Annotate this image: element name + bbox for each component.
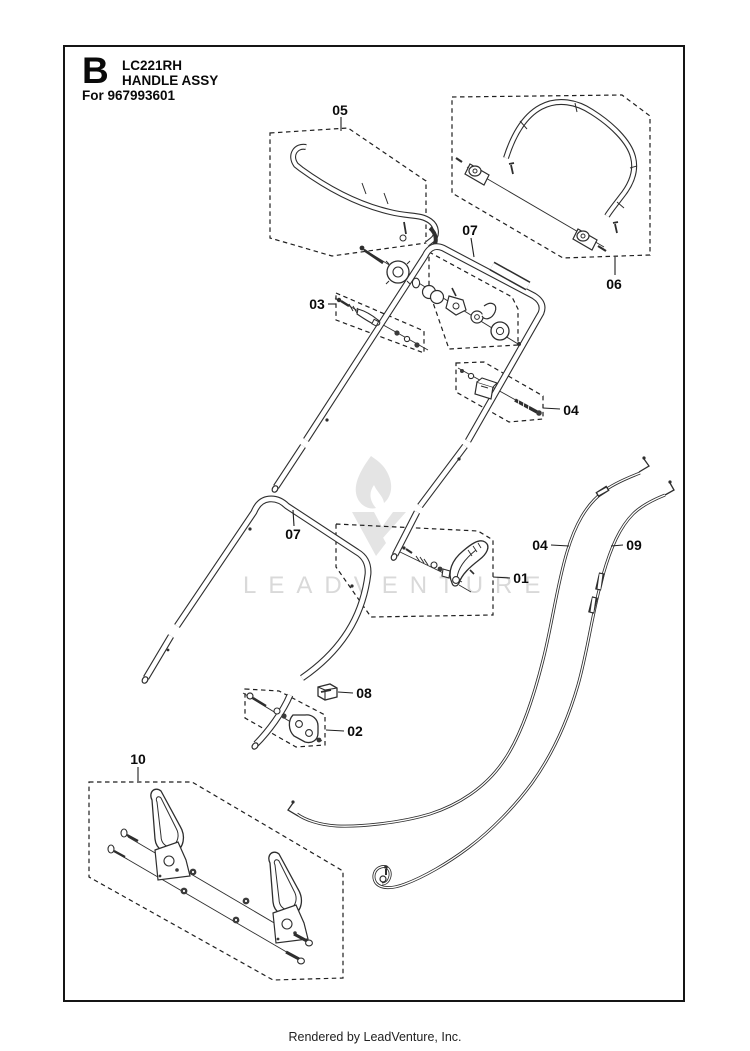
throttle-cable-04 xyxy=(287,456,650,828)
box-06 xyxy=(451,94,651,259)
callout-07-lower[interactable]: 07 xyxy=(285,526,301,542)
model-number: LC221RH xyxy=(122,58,183,73)
callout-02[interactable]: 02 xyxy=(347,723,363,739)
render-credit: Rendered by LeadVenture, Inc. xyxy=(288,1030,462,1044)
upper-handlebar-tube-05 xyxy=(290,143,439,250)
assembly-name: HANDLE ASSY xyxy=(122,73,219,88)
callout-04-cable[interactable]: 04 xyxy=(532,537,548,553)
box-10 xyxy=(88,781,344,981)
axis-lines xyxy=(114,166,605,962)
flame-icon xyxy=(352,456,406,556)
nut-kit-04 xyxy=(460,369,542,416)
applies-to-label: For 967993601 xyxy=(82,88,176,103)
watermark-brand-text: LEADVENTURE xyxy=(243,572,553,599)
callout-01[interactable]: 01 xyxy=(513,570,529,586)
box-02 xyxy=(244,688,326,748)
bolt-kit-03 xyxy=(336,297,420,348)
handlebar-06 xyxy=(455,98,638,252)
lever-assembly-01 xyxy=(402,540,489,593)
leader-lines xyxy=(137,117,624,781)
lower-handle-tube-07 xyxy=(141,495,372,750)
callout-07-upper[interactable]: 07 xyxy=(462,222,478,238)
box-05 xyxy=(269,127,427,257)
callout-04-nut[interactable]: 04 xyxy=(563,402,579,418)
handlebar-clamp-left xyxy=(455,157,515,186)
v-mark-icon xyxy=(352,512,406,556)
callout-08[interactable]: 08 xyxy=(356,685,372,701)
box-04 xyxy=(455,361,544,423)
box-01 xyxy=(335,523,494,618)
section-letter: B xyxy=(82,50,109,91)
upper-handle-tube-07 xyxy=(271,221,546,561)
callout-03[interactable]: 03 xyxy=(309,296,325,312)
callout-06[interactable]: 06 xyxy=(606,276,622,292)
knob-assembly xyxy=(359,245,521,346)
square-nut-08 xyxy=(317,683,338,701)
handle-bracket xyxy=(150,788,191,881)
handlebar-clamp-right xyxy=(572,221,619,252)
clamp-assembly-02 xyxy=(246,692,322,744)
callout-10[interactable]: 10 xyxy=(130,751,146,767)
bracket-kit-10 xyxy=(107,788,313,965)
callout-09[interactable]: 09 xyxy=(626,537,642,553)
cable-09 xyxy=(372,480,675,890)
callout-05[interactable]: 05 xyxy=(332,102,348,118)
